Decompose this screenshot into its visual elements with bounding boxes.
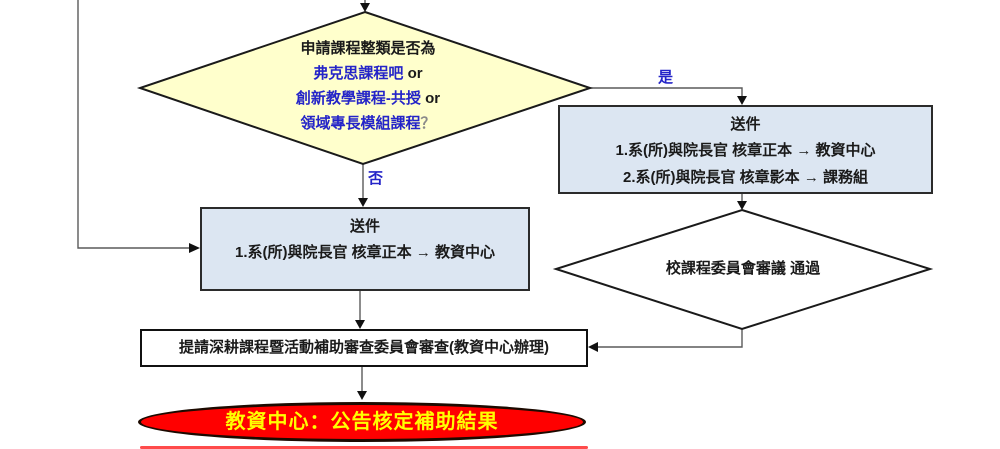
submit-box-left-item-1: 1.系(所)與院長官 核章正本 → 教資中心: [234, 244, 495, 261]
connector-entry-left: [77, 0, 189, 249]
result-terminator: 教資中心：公告核定補助結果: [138, 402, 586, 442]
arrowhead-into-left-box-top: [358, 198, 368, 207]
arrowhead-into-result: [357, 391, 367, 400]
result-terminator-text: 教資中心：公告核定補助結果: [225, 411, 499, 433]
decision-option-2: 創新教學課程-共授 or: [295, 90, 441, 107]
decision-option-1: 弗克思課程吧 or: [313, 65, 423, 82]
submit-box-left-title: 送件: [349, 218, 380, 235]
decision-option-3: 領域專長模組課程？: [300, 115, 436, 132]
submit-box-left: 送件 1.系(所)與院長官 核章正本 → 教資中心: [200, 207, 530, 291]
arrowhead-into-review-top: [355, 320, 365, 329]
decision-course-type-text: 申請課程整類是否為 弗克思課程吧 or 創新教學課程-共授 or 領域專長模組課…: [208, 36, 528, 136]
decision-question-line: 申請課程整類是否為: [300, 40, 436, 57]
arrowhead-into-decision: [360, 3, 370, 12]
decision-course-type-diamond: [136, 10, 594, 166]
branch-label-yes: 是: [658, 69, 674, 86]
decision-committee-text: 校課程委員會審議 通過: [665, 260, 821, 277]
connector-lines: [77, 0, 743, 391]
submit-box-right-item-1: 1.系(所)與院長官 核章正本 → 教資中心: [615, 142, 876, 159]
arrowhead-into-review-right: [588, 342, 598, 352]
arrowhead-into-right-box: [737, 96, 747, 105]
review-box: 提請深耕課程暨活動補助審查委員會審查(教資中心辦理): [140, 329, 588, 367]
submit-box-right: 送件 1.系(所)與院長官 核章正本 → 教資中心 2.系(所)與院長官 核章影…: [558, 105, 933, 194]
arrowhead-into-committee: [737, 201, 747, 210]
submit-box-right-title: 送件: [730, 116, 761, 133]
decision-committee-diamond: [552, 208, 934, 331]
connector-yes-path: [590, 87, 743, 96]
branch-label-no: 否: [368, 170, 384, 187]
connector-arrowheads: [189, 3, 747, 400]
connector-committee-to-review: [598, 329, 743, 348]
cutoff-shape-bottom: [140, 446, 588, 449]
submit-box-right-item-2: 2.系(所)與院長官 核章影本 → 課務組: [622, 169, 868, 186]
arrowhead-into-left-box: [189, 243, 200, 253]
